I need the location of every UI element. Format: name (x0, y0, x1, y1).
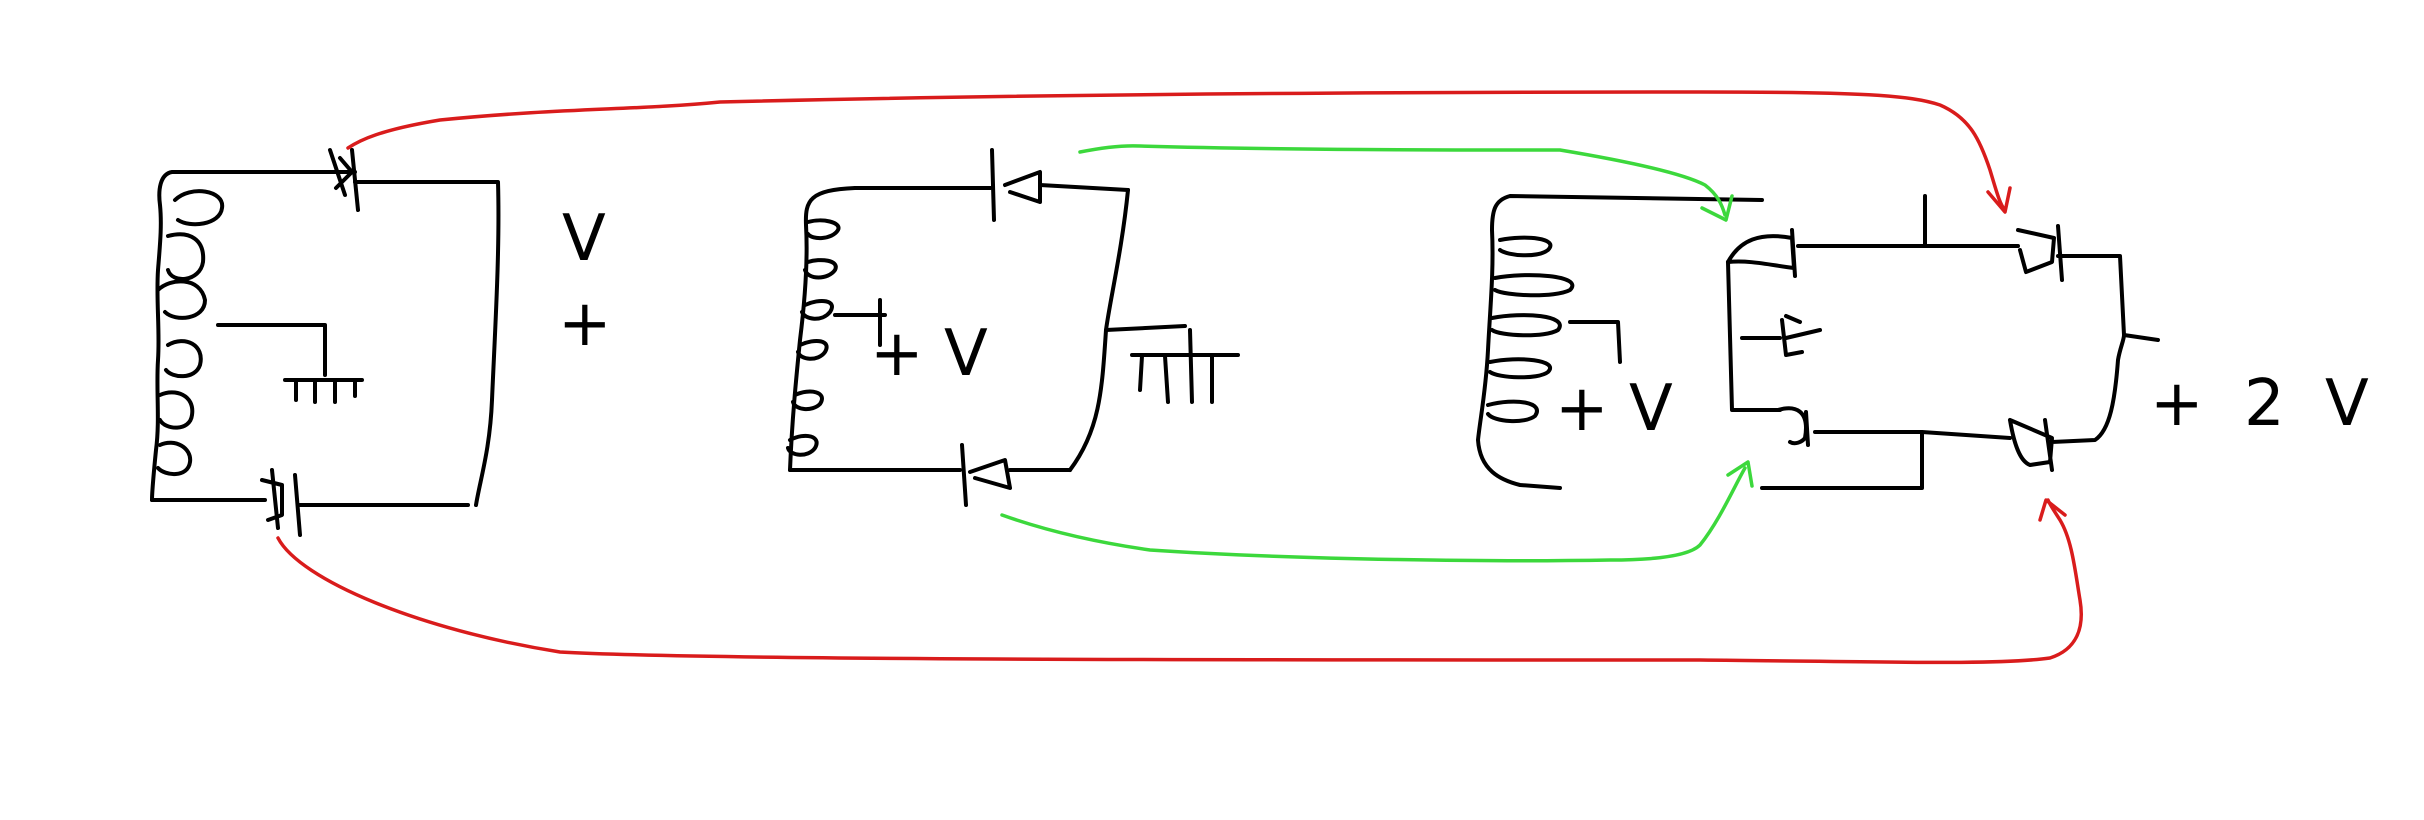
diode-3-tr (1923, 224, 2160, 342)
circuit-1-plus-label: + (558, 287, 612, 361)
coil-2-loops (786, 218, 841, 457)
bus-3 (1726, 260, 1782, 412)
green-connections (1000, 144, 1754, 563)
center-tap-3 (1568, 320, 1622, 364)
circuit-2-label: + V (870, 317, 988, 391)
coil-3 (1476, 194, 1764, 490)
diode-1-bottom (150, 468, 470, 537)
red-arrow-bottom (2038, 498, 2067, 522)
circuit-1-v-label: V (562, 202, 606, 276)
diode-3-bl (1760, 406, 1924, 490)
circuit-1 (150, 148, 501, 537)
center-tap-2 (833, 298, 887, 347)
green-arrow-bottom (1726, 460, 1754, 488)
ground-comb-2 (1104, 324, 1240, 404)
coil-1 (150, 170, 207, 502)
green-wire-bottom (1000, 466, 1747, 563)
green-wire-top (1078, 144, 1727, 217)
circuit-3-label: + V (1555, 372, 1673, 446)
diode-3-tl (1726, 194, 1927, 278)
center-tap-1 (216, 323, 327, 377)
green-arrow-top (1700, 194, 1734, 222)
red-wire-top (346, 90, 2007, 212)
red-wire-bottom (276, 498, 2083, 665)
rail-1 (353, 180, 501, 507)
circuit-3 (1476, 194, 2160, 490)
diode-1-top (203, 148, 360, 212)
circuit-2 (786, 148, 1240, 507)
red-arrow-top (1986, 186, 2012, 214)
coil-3-loops (1486, 235, 1575, 423)
output-label: + 2 V (2150, 367, 2379, 441)
diode-2-top (853, 148, 1130, 222)
red-connections (276, 90, 2083, 665)
capacitor-3 (1740, 314, 1822, 357)
coil-1-loops (156, 189, 225, 476)
ground-comb-1 (283, 378, 364, 404)
diode-3-br (1920, 333, 2126, 472)
diode-2-bottom (788, 443, 1072, 507)
